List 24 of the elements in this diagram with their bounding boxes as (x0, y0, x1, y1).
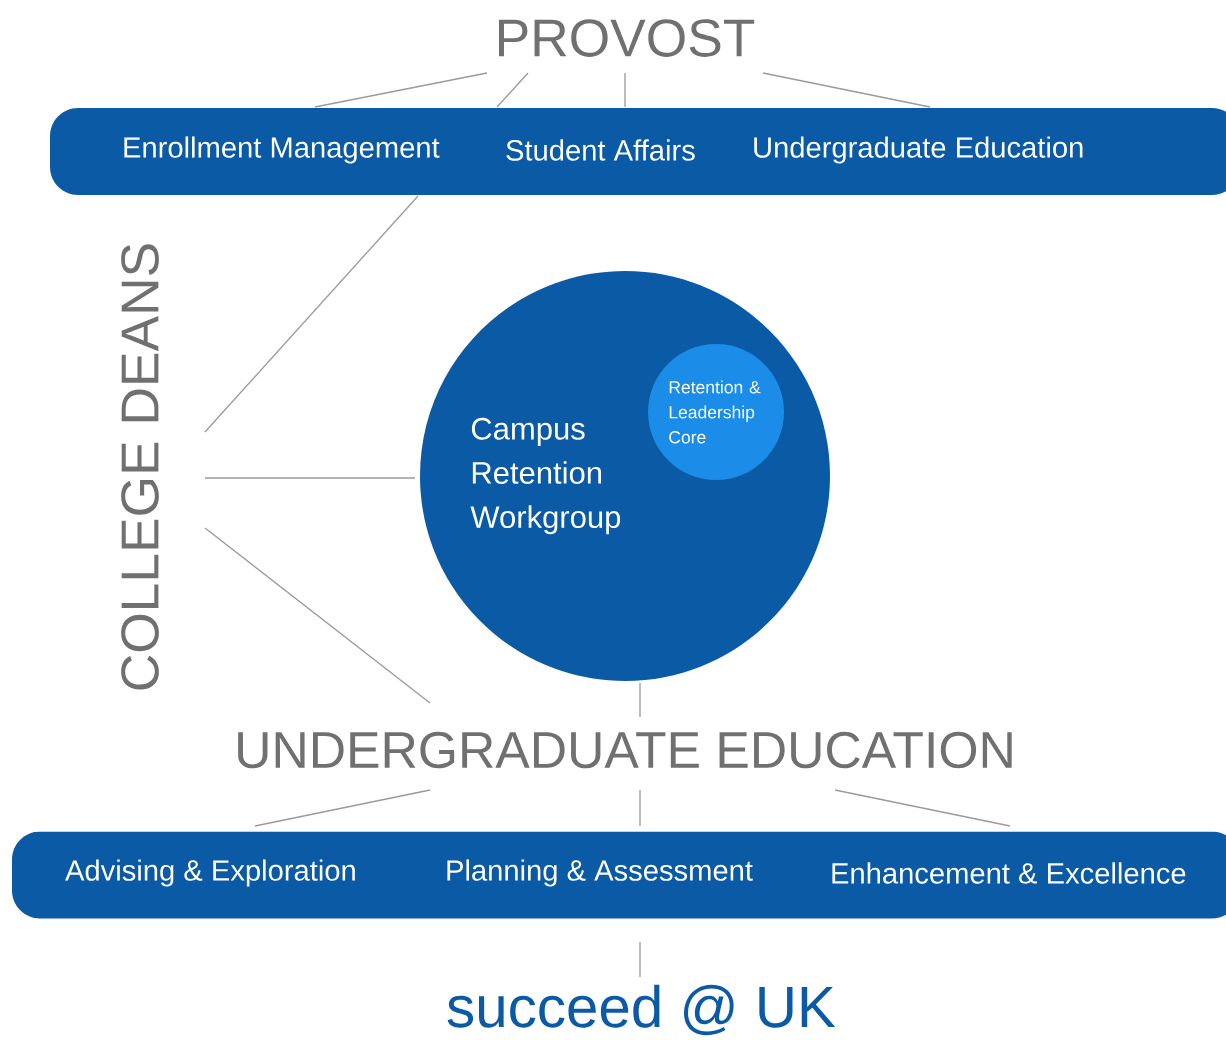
band (50, 108, 1226, 195)
connector-line (639, 789, 641, 827)
unit-label: Student Affairs (506, 139, 695, 161)
unit-label: Planning & Assessment (447, 859, 753, 887)
unit-label: Advising & Exploration (65, 859, 355, 887)
connector-line (834, 789, 1011, 827)
connector-line (639, 682, 641, 718)
connector-line (254, 789, 431, 827)
connector-line (624, 72, 626, 108)
band (12, 831, 1226, 919)
connector-line (204, 527, 431, 704)
connector-line (204, 477, 416, 479)
heading: COLLEGE DEANS (121, 244, 159, 690)
connector-line (496, 72, 529, 108)
unit-label: Enrollment Management (124, 136, 440, 164)
heading: UNDERGRADUATE EDUCATION (238, 731, 1012, 769)
heading: succeed @ UK (447, 984, 836, 1036)
connector-line (314, 72, 488, 108)
unit-label: Enhancement & Excellence (832, 862, 1186, 884)
heading: PROVOST (499, 19, 755, 57)
unit-label: Undergraduate Education (754, 136, 1083, 164)
connector-line (639, 941, 641, 978)
connector-line (762, 72, 931, 108)
connector-line (204, 195, 419, 433)
